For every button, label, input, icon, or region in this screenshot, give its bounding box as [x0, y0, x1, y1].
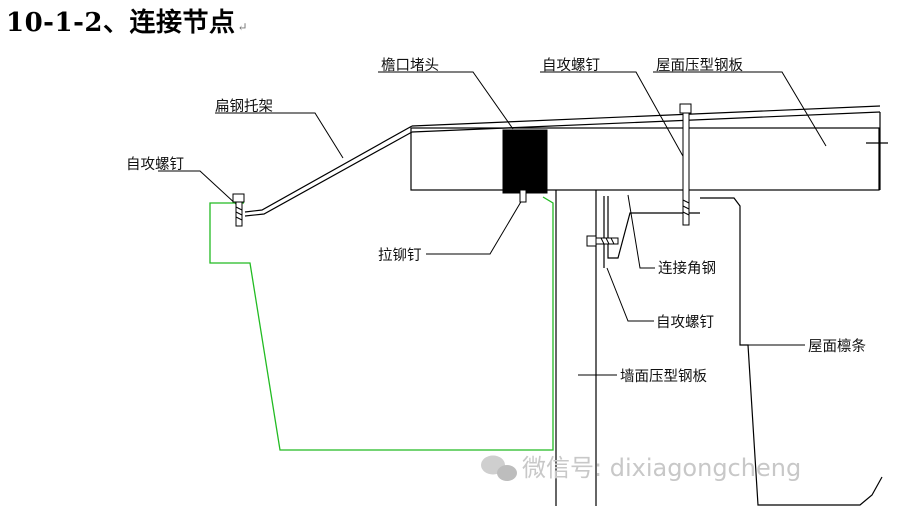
connecting-angle-shape	[607, 196, 700, 259]
roof-panel-outline	[410, 105, 888, 191]
watermark-text: 微信号: dixiagongcheng	[522, 454, 801, 482]
wechat-icon	[481, 455, 517, 481]
label-roof-panel: 屋面压型钢板	[656, 56, 743, 74]
self-tap-screw-top-icon	[679, 103, 692, 226]
label-blind-rivet: 拉铆钉	[378, 247, 422, 264]
label-eave-plug: 檐口堵头	[381, 57, 439, 74]
label-connecting-angle: 连接角钢	[658, 260, 716, 277]
blind-rivet-icon	[519, 189, 527, 203]
label-self-tap-screw-left: 自攻螺钉	[126, 156, 184, 173]
return-mark: ↵	[237, 20, 249, 34]
label-flat-steel-bracket: 扁钢托架	[215, 98, 273, 115]
label-self-tap-screw-mid: 自攻螺钉	[656, 314, 714, 331]
title-text: 10-1-2、连接节点	[6, 8, 236, 38]
gutter-outline	[209, 196, 554, 451]
self-tap-screw-left-icon	[232, 193, 245, 227]
self-tap-screw-mid-icon	[586, 235, 619, 247]
label-self-tap-screw-top: 自攻螺钉	[542, 57, 600, 74]
label-roof-purlin: 屋面檩条	[808, 337, 866, 355]
flat-steel-bracket-shape	[244, 125, 413, 217]
leader-lines	[158, 71, 827, 376]
label-wall-panel: 墙面压型钢板	[620, 367, 707, 385]
eave-plug-block	[502, 129, 548, 194]
page-title: 10-1-2、连接节点↵	[6, 2, 248, 39]
